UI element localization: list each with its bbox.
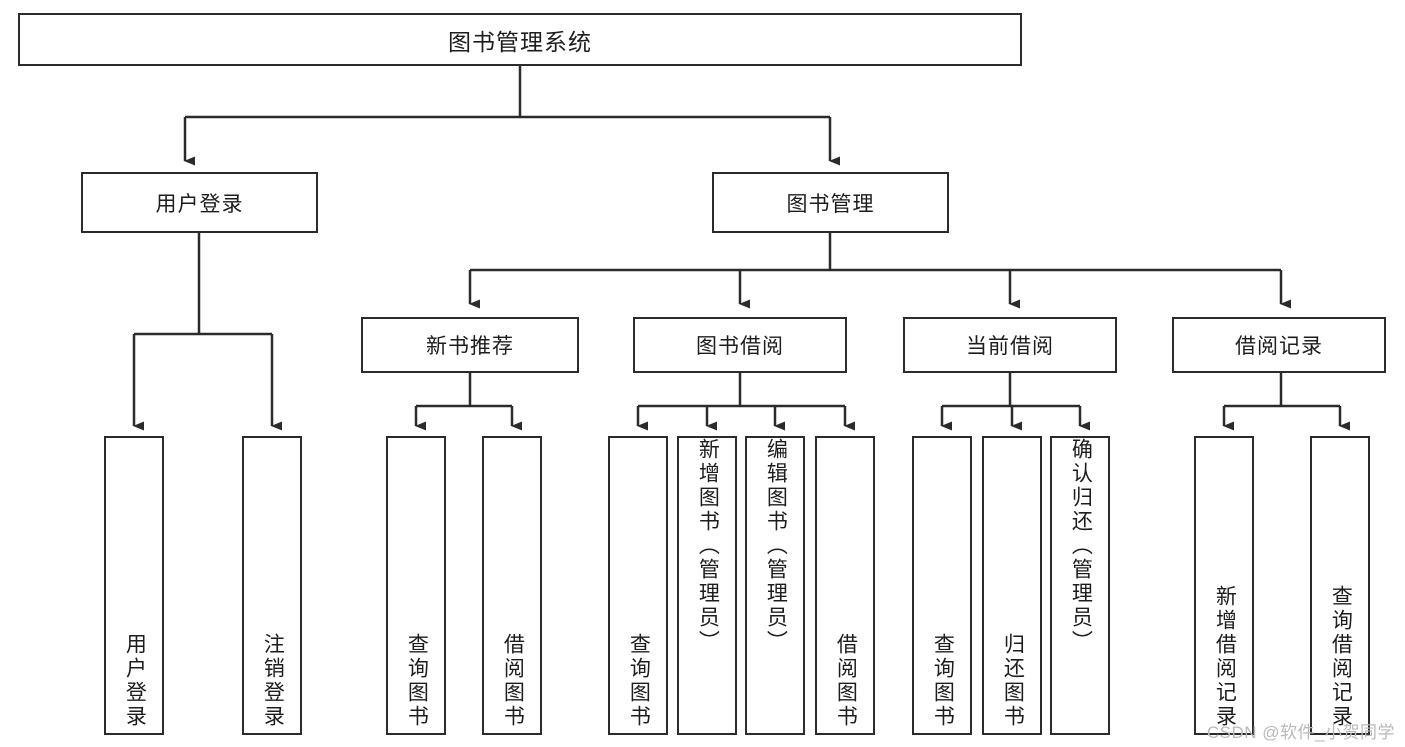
leaf-query-record[interactable]: 查询借阅记录 <box>1310 436 1370 735</box>
leaf-borrow-book-1[interactable]: 借阅图书 <box>482 436 542 735</box>
leaf-user-login-label: 用户登录 <box>123 633 147 729</box>
node-book-manage-label: 图书管理 <box>786 192 875 216</box>
leaf-query-book-3[interactable]: 查询图书 <box>912 436 972 735</box>
node-current-borrow[interactable]: 当前借阅 <box>903 317 1117 373</box>
leaf-confirm-return[interactable]: 确认归还（管理员） <box>1050 436 1110 735</box>
leaf-edit-book[interactable]: 编辑图书（管理员） <box>745 436 805 735</box>
node-root[interactable]: 图书管理系统 <box>18 13 1022 66</box>
leaf-query-book-3-label: 查询图书 <box>931 633 955 729</box>
leaf-return-book[interactable]: 归还图书 <box>982 436 1042 735</box>
node-current-borrow-label: 当前借阅 <box>966 335 1054 358</box>
node-new-book-rec-label: 新书推荐 <box>426 335 514 358</box>
leaf-logout[interactable]: 注销登录 <box>242 436 302 735</box>
node-book-borrow-label: 图书借阅 <box>696 335 784 358</box>
leaf-query-record-label: 查询借阅记录 <box>1329 585 1353 729</box>
leaf-add-book[interactable]: 新增图书（管理员） <box>677 436 737 735</box>
node-book-borrow[interactable]: 图书借阅 <box>633 317 847 373</box>
node-borrow-record-label: 借阅记录 <box>1235 335 1323 358</box>
leaf-query-book-1-label: 查询图书 <box>405 633 429 729</box>
leaf-borrow-book-2[interactable]: 借阅图书 <box>815 436 875 735</box>
leaf-user-login[interactable]: 用户登录 <box>104 436 164 735</box>
leaf-confirm-return-label: 确认归还（管理员） <box>1069 438 1093 654</box>
leaf-return-book-label: 归还图书 <box>1001 633 1025 729</box>
leaf-add-book-label: 新增图书（管理员） <box>696 438 720 654</box>
node-book-manage[interactable]: 图书管理 <box>712 172 949 233</box>
leaf-borrow-book-1-label: 借阅图书 <box>501 633 525 729</box>
node-root-label: 图书管理系统 <box>448 28 592 55</box>
leaf-logout-label: 注销登录 <box>261 633 285 729</box>
leaf-borrow-book-2-label: 借阅图书 <box>834 633 858 729</box>
leaf-query-book-2[interactable]: 查询图书 <box>608 436 668 735</box>
leaf-query-book-2-label: 查询图书 <box>627 633 651 729</box>
leaf-add-record[interactable]: 新增借阅记录 <box>1194 436 1254 735</box>
leaf-add-record-label: 新增借阅记录 <box>1213 585 1237 729</box>
node-new-book-rec[interactable]: 新书推荐 <box>361 317 579 373</box>
leaf-edit-book-label: 编辑图书（管理员） <box>764 438 788 654</box>
node-borrow-record[interactable]: 借阅记录 <box>1172 317 1386 373</box>
node-user-login-label: 用户登录 <box>155 192 244 216</box>
watermark: CSDN @软件_小贺同学 <box>1206 723 1395 742</box>
leaf-query-book-1[interactable]: 查询图书 <box>386 436 446 735</box>
node-user-login[interactable]: 用户登录 <box>81 172 318 233</box>
